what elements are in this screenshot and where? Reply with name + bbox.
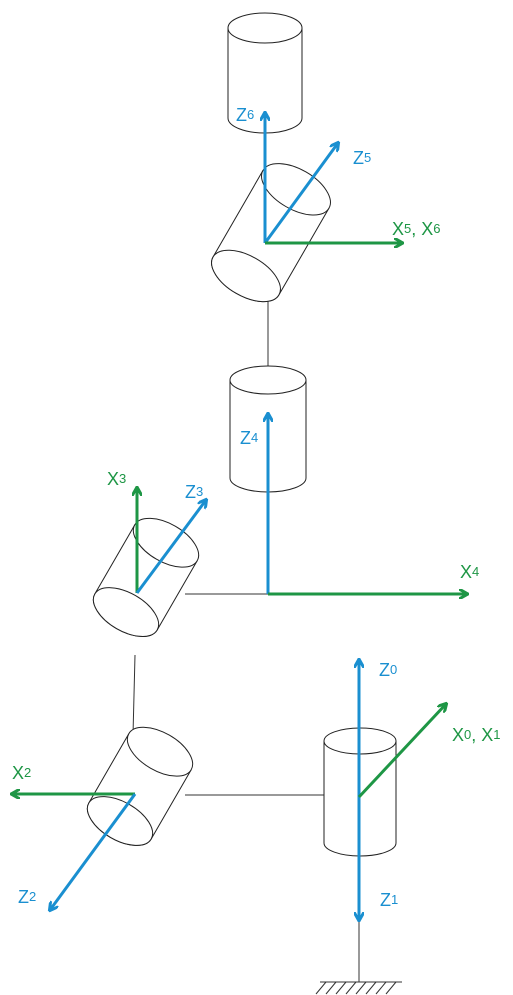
x5-x6-label: X5, X6 [392,219,441,239]
x0-x1-axis-arrow [357,704,446,799]
z2-label: Z2 [18,887,36,907]
ground-symbol [315,981,402,995]
z0-label: Z0 [379,660,397,680]
z4-label: Z4 [240,428,258,448]
link-3-to-2 [132,654,136,736]
z5-axis-arrow [263,143,338,244]
z5-label: Z5 [353,148,371,168]
z1-label: Z1 [380,890,398,910]
z3-label: Z3 [185,482,203,502]
joint-6-cylinder [227,12,303,134]
joint-3-cylinder [92,517,200,637]
x3-label: X3 [107,469,126,489]
z3-axis-arrow [135,500,206,594]
joint-2-cylinder [86,726,194,846]
x0-x1-label: X0, X1 [452,725,501,745]
x4-label: X4 [460,562,479,582]
z6-label: Z6 [236,105,254,125]
x2-label: X2 [12,763,31,783]
z2-axis-arrow [50,793,137,910]
